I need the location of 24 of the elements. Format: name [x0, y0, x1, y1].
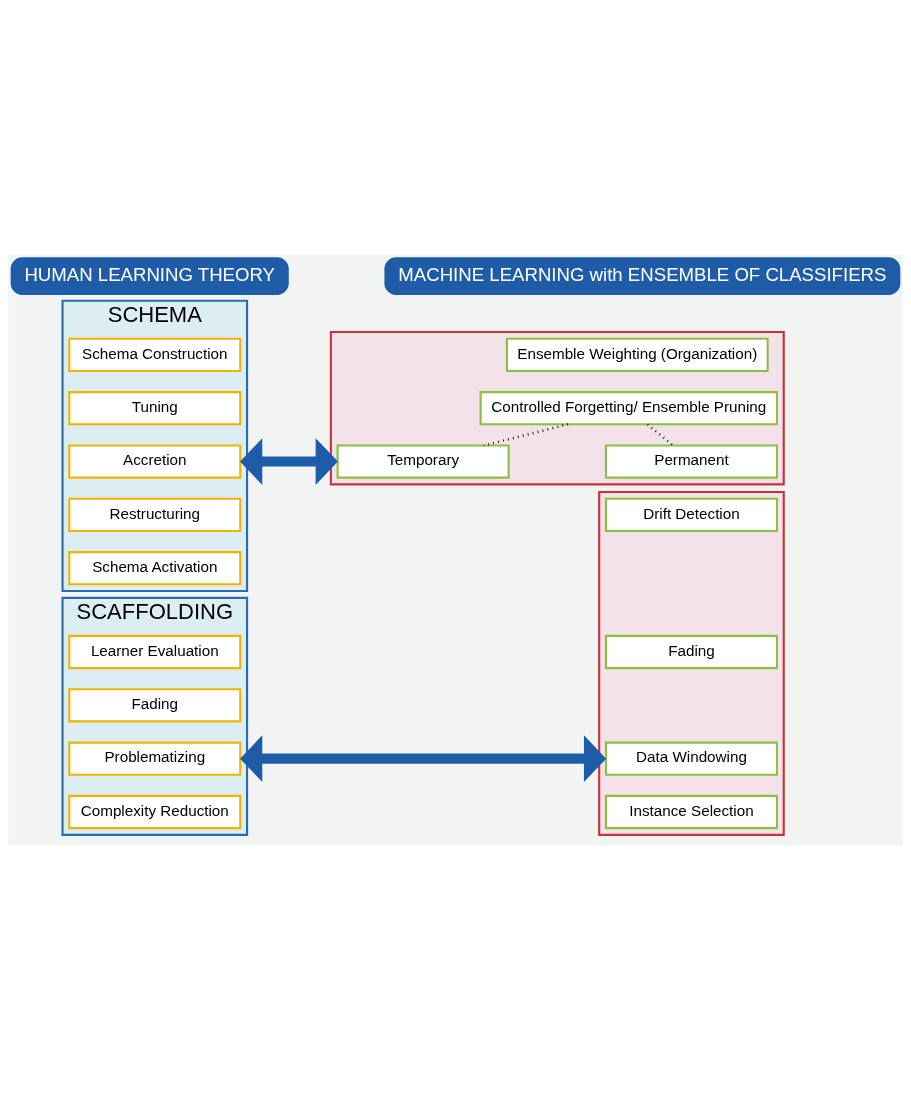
node-box: HUMAN LEARNING THEORY — [10, 257, 289, 295]
node-box: Data Windowing — [604, 741, 778, 776]
node-box: Restructuring — [68, 497, 242, 532]
arrow — [240, 735, 607, 782]
cluster — [329, 330, 785, 486]
node-box: Complexity Reduction — [68, 794, 242, 830]
node-box: Problematizing — [68, 741, 242, 776]
node-box: Learner Evaluation — [68, 634, 242, 670]
cluster — [598, 490, 785, 836]
connector — [646, 423, 674, 447]
node-box: MACHINE LEARNING with ENSEMBLE OF CLASSIFIERS — [384, 257, 901, 295]
node-box: Tuning — [68, 391, 242, 426]
node-box: Temporary — [336, 444, 510, 479]
node-box: Permanent — [604, 444, 778, 479]
node-box: Schema Activation — [68, 551, 242, 586]
node-box: Schema Construction — [68, 337, 242, 373]
node-box: Accretion — [68, 444, 242, 479]
arrow — [240, 438, 338, 485]
node-box: Controlled Forgetting/ Ensemble Pruning — [479, 391, 778, 426]
node-box: Fading — [68, 688, 242, 723]
node-box: Drift Detection — [604, 497, 778, 532]
node-box: Instance Selection — [604, 794, 778, 830]
node-box: Ensemble Weighting (Organization) — [505, 337, 769, 373]
node-box: Fading — [604, 634, 778, 670]
